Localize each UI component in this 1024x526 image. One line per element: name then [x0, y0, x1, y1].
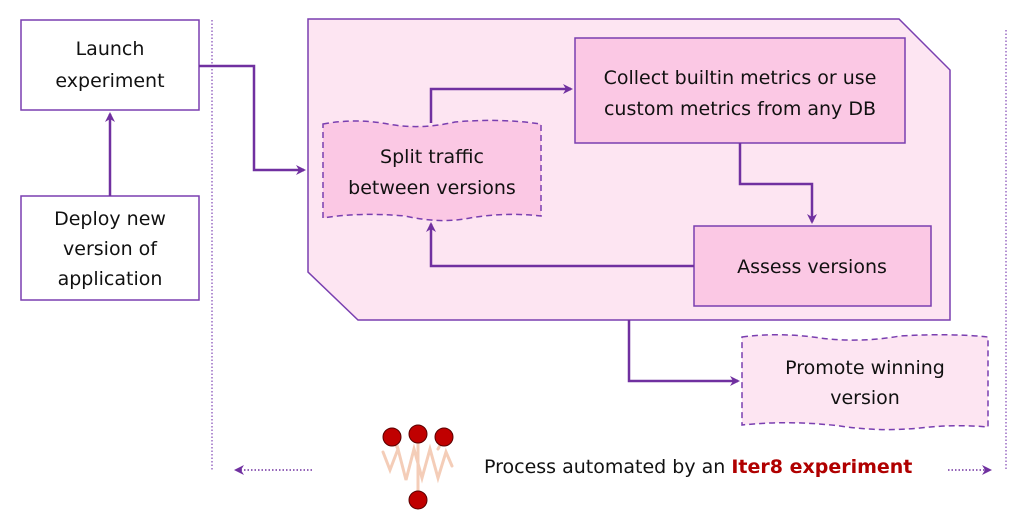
iter8-logo-icon	[381, 424, 454, 510]
footer-brand[interactable]: Iter8 experiment	[731, 456, 913, 478]
launch-label-2: experiment	[55, 70, 164, 92]
collect-label-1: Collect builtin metrics or use	[604, 67, 877, 89]
split-label-2: between versions	[348, 177, 516, 199]
edge-panel-to-promote	[627, 320, 740, 386]
promote-label-2: version	[830, 387, 900, 409]
footer-caption: Process automated by an Iter8 experiment	[484, 456, 912, 478]
split-label-1: Split traffic	[380, 146, 484, 168]
footer-prefix: Process automated by an	[484, 456, 732, 478]
split-traffic-box[interactable]	[322, 119, 542, 222]
edge-assess-to-split	[426, 222, 694, 268]
launch-label-1: Launch	[76, 38, 145, 60]
promote-label-1: Promote winning	[785, 357, 945, 379]
deploy-label-2: version of	[63, 238, 158, 260]
collect-label-2: custom metrics from any DB	[604, 98, 876, 120]
assess-label: Assess versions	[737, 256, 887, 278]
launch-experiment-box[interactable]	[20, 19, 200, 111]
edge-launch-to-panel	[199, 64, 306, 175]
promote-version-box[interactable]	[741, 333, 989, 431]
edge-collect-to-assess	[738, 143, 817, 224]
collect-metrics-box[interactable]	[574, 37, 906, 144]
edge-split-to-collect	[429, 84, 573, 123]
deploy-label-1: Deploy new	[54, 208, 166, 230]
deploy-version-box[interactable]	[20, 195, 200, 301]
deploy-label-3: application	[58, 268, 163, 290]
